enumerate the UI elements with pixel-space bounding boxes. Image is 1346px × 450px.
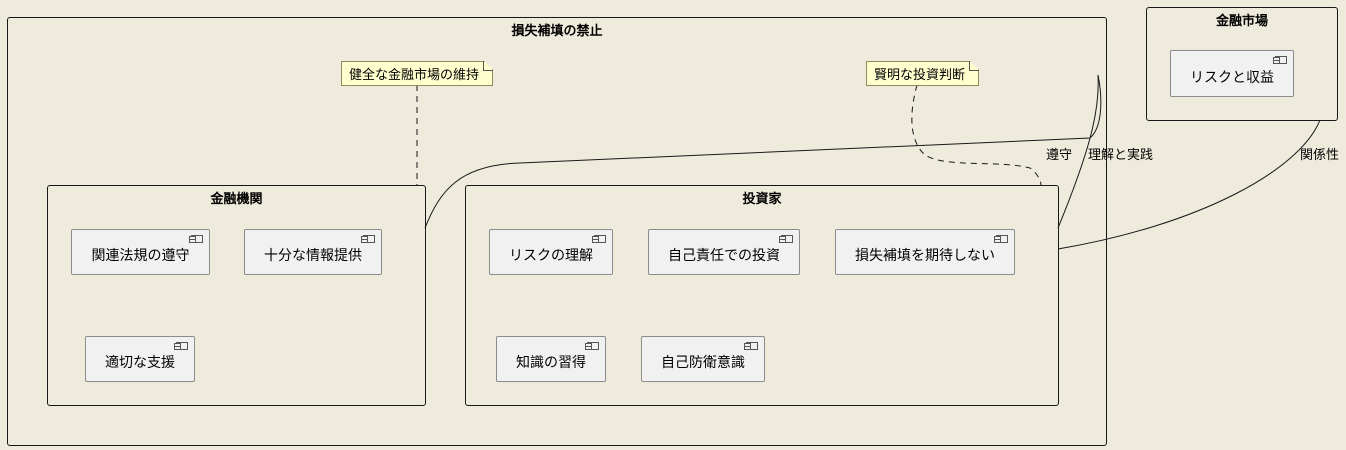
component-label: 自己責任での投資 xyxy=(668,248,780,264)
component-self-responsibility[interactable]: 自己責任での投資 xyxy=(648,229,800,275)
note-link-investment-judgment xyxy=(911,84,1042,186)
component-label: リスクと収益 xyxy=(1190,69,1274,86)
package-investor: 投資家 xyxy=(465,185,1059,406)
component-law-compliance[interactable]: 関連法規の遵守 xyxy=(71,229,210,275)
component-label: 適切な支援 xyxy=(105,355,175,371)
component-icon xyxy=(361,235,375,243)
package-title: 損失補填の禁止 xyxy=(511,24,603,39)
component-icon xyxy=(174,342,188,350)
component-label: リスクの理解 xyxy=(509,248,593,264)
component-no-compensation[interactable]: 損失補填を期待しない xyxy=(835,229,1015,275)
component-risk-understanding[interactable]: リスクの理解 xyxy=(489,229,613,275)
component-icon xyxy=(585,342,599,350)
component-icon xyxy=(189,235,203,243)
component-icon xyxy=(592,235,606,243)
package-title: 投資家 xyxy=(742,192,782,207)
component-knowledge[interactable]: 知識の習得 xyxy=(496,336,606,382)
component-label: 関連法規の遵守 xyxy=(91,248,190,264)
component-icon xyxy=(744,342,758,350)
component-label: 損失補填を期待しない xyxy=(855,248,995,264)
package-financial-institution: 金融機関 xyxy=(47,185,426,406)
edge-practice xyxy=(1057,74,1099,229)
edge-relation xyxy=(1057,119,1321,250)
edge-label-compliance: 遵守 xyxy=(1046,148,1073,163)
component-risk-return[interactable]: リスクと収益 xyxy=(1170,50,1294,97)
component-information[interactable]: 十分な情報提供 xyxy=(244,229,382,275)
component-self-defense[interactable]: 自己防衛意識 xyxy=(641,336,765,382)
component-icon xyxy=(779,235,793,243)
component-label: 自己防衛意識 xyxy=(661,355,745,371)
component-icon xyxy=(994,235,1008,243)
package-title: 金融機関 xyxy=(210,192,263,207)
edge-label-relation: 関係性 xyxy=(1300,148,1340,163)
note-text: 健全な金融市場の維持 xyxy=(349,68,480,83)
package-financial-market: 金融市場 xyxy=(1146,7,1338,121)
note-market-health: 健全な金融市場の維持 xyxy=(341,61,493,86)
component-label: 知識の習得 xyxy=(516,355,586,371)
component-icon xyxy=(1273,56,1287,64)
edge-compliance xyxy=(424,74,1102,229)
package-title: 金融市場 xyxy=(1215,14,1268,29)
component-support[interactable]: 適切な支援 xyxy=(85,336,195,382)
edge-label-practice: 理解と実践 xyxy=(1088,148,1154,163)
note-investment-judgment: 賢明な投資判断 xyxy=(866,61,979,86)
component-label: 十分な情報提供 xyxy=(264,248,362,264)
note-text: 賢明な投資判断 xyxy=(874,68,966,83)
package-loss-compensation-ban: 損失補填の禁止 xyxy=(7,17,1107,446)
